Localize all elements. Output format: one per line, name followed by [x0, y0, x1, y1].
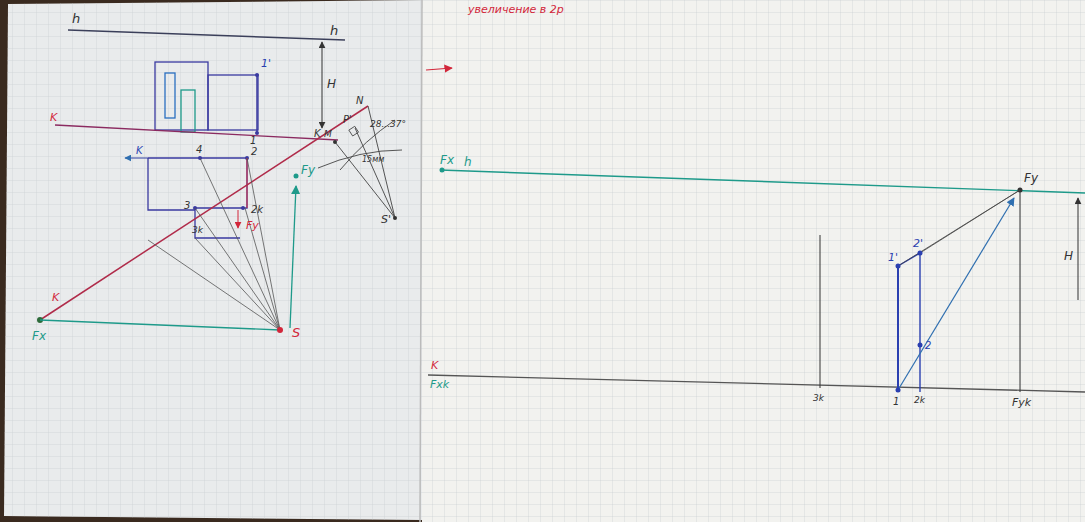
construction-label: N [356, 95, 363, 106]
construction-label: H [1064, 250, 1073, 263]
construction-label: K [50, 112, 57, 124]
construction-label: 2 [251, 146, 257, 157]
construction-label: M [324, 130, 332, 140]
construction-label: K [52, 292, 59, 304]
construction-label: Fy [301, 164, 315, 177]
construction-label: 2k [251, 204, 263, 215]
construction-label: S [292, 326, 300, 340]
construction-label: Fxk [430, 379, 449, 391]
construction-label: h [330, 24, 338, 38]
construction-label: 1 [250, 135, 256, 146]
construction-label: Fy [246, 220, 259, 232]
construction-label: h [464, 156, 472, 169]
construction-label: 3k [813, 394, 824, 404]
construction-label: 4 [196, 144, 202, 155]
construction-label: 2k [914, 396, 925, 406]
construction-label: 1' [261, 58, 271, 70]
construction-label: Fx [440, 154, 454, 167]
construction-label: Fx [32, 330, 46, 343]
construction-label: 2' [913, 238, 923, 250]
construction-label: 28...37° [370, 120, 406, 130]
construction-label: H [327, 78, 336, 91]
construction-label: K [431, 360, 438, 372]
construction-label: Fy [1024, 172, 1038, 185]
construction-label: 1' [888, 252, 898, 264]
construction-label: P' [343, 114, 352, 125]
construction-label: h [72, 12, 80, 26]
construction-label: K [314, 128, 321, 139]
construction-label: 2 [925, 340, 931, 351]
construction-label: K [136, 145, 143, 156]
construction-label: Fyk [1012, 397, 1031, 409]
construction-label: 1 [893, 396, 899, 407]
construction-label: S' [381, 214, 391, 226]
construction-label: 3k [192, 226, 203, 236]
construction-label: 3 [184, 200, 190, 211]
construction-label: 15мм [362, 156, 384, 165]
construction-label: увеличение в 2р [468, 4, 564, 16]
